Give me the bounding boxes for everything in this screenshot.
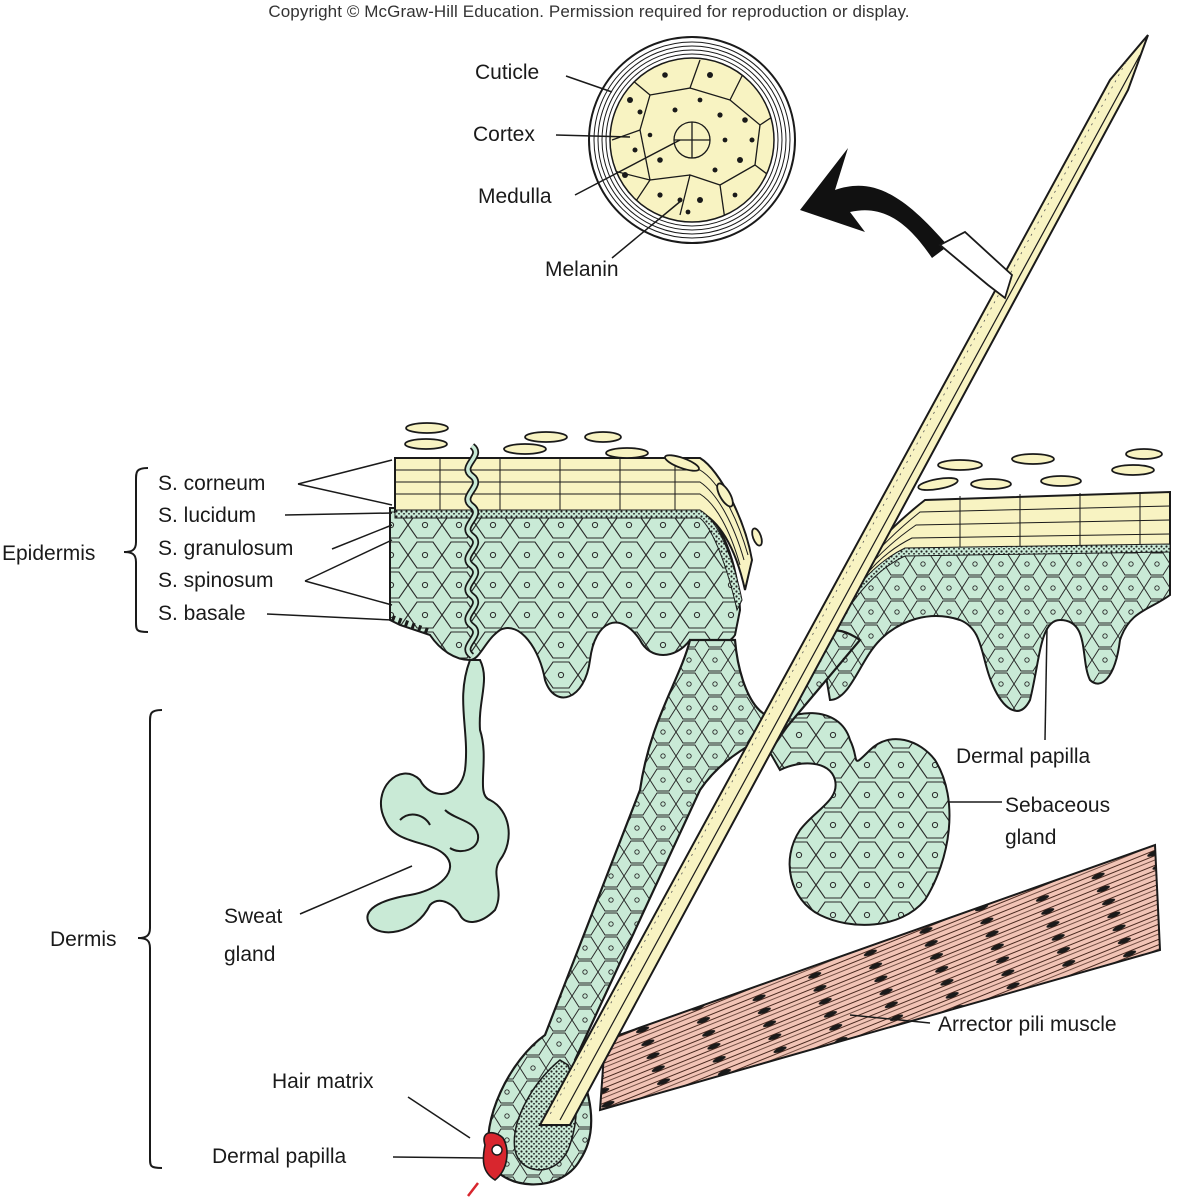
label-sebaceous-gland-line1: Sebaceous — [1005, 794, 1110, 817]
epidermis-bracket — [123, 467, 149, 633]
hair-cross-section — [588, 36, 796, 244]
label-dermal-papilla-bottom: Dermal papilla — [212, 1145, 347, 1168]
copyright-notice: Copyright © McGraw-Hill Education. Permi… — [268, 2, 910, 21]
label-s-basale: S. basale — [158, 602, 246, 625]
label-hair-matrix: Hair matrix — [272, 1070, 374, 1093]
label-s-spinosum: S. spinosum — [158, 569, 274, 592]
dermis-bracket — [137, 709, 163, 1169]
label-s-lucidum: S. lucidum — [158, 504, 256, 527]
desquamating-flakes — [404, 422, 1163, 547]
label-sweat-gland-line2: gland — [224, 943, 275, 966]
label-dermal-papilla-right: Dermal papilla — [956, 745, 1091, 768]
label-melanin: Melanin — [545, 258, 619, 281]
label-s-granulosum: S. granulosum — [158, 537, 293, 560]
section-marker — [938, 230, 1014, 300]
label-sebaceous-gland-line2: gland — [1005, 826, 1056, 849]
arrector-pili-muscle — [598, 843, 1162, 1112]
label-sweat-gland-line1: Sweat — [224, 905, 283, 928]
dermal-papilla-bottom — [482, 1131, 508, 1181]
label-medulla: Medulla — [478, 185, 552, 208]
sweat-gland — [366, 659, 510, 934]
label-s-corneum: S. corneum — [158, 472, 265, 495]
label-dermis: Dermis — [50, 928, 117, 951]
leader-lines — [266, 75, 1048, 1159]
hair-shaft — [538, 34, 1149, 1126]
sebaceous-gland — [758, 712, 951, 926]
curved-arrow-icon — [800, 148, 948, 258]
label-arrector-pili-muscle: Arrector pili muscle — [938, 1013, 1117, 1036]
label-cuticle: Cuticle — [475, 61, 539, 84]
epidermis-left — [389, 457, 754, 699]
label-epidermis: Epidermis — [2, 542, 95, 565]
label-cortex: Cortex — [473, 123, 535, 146]
